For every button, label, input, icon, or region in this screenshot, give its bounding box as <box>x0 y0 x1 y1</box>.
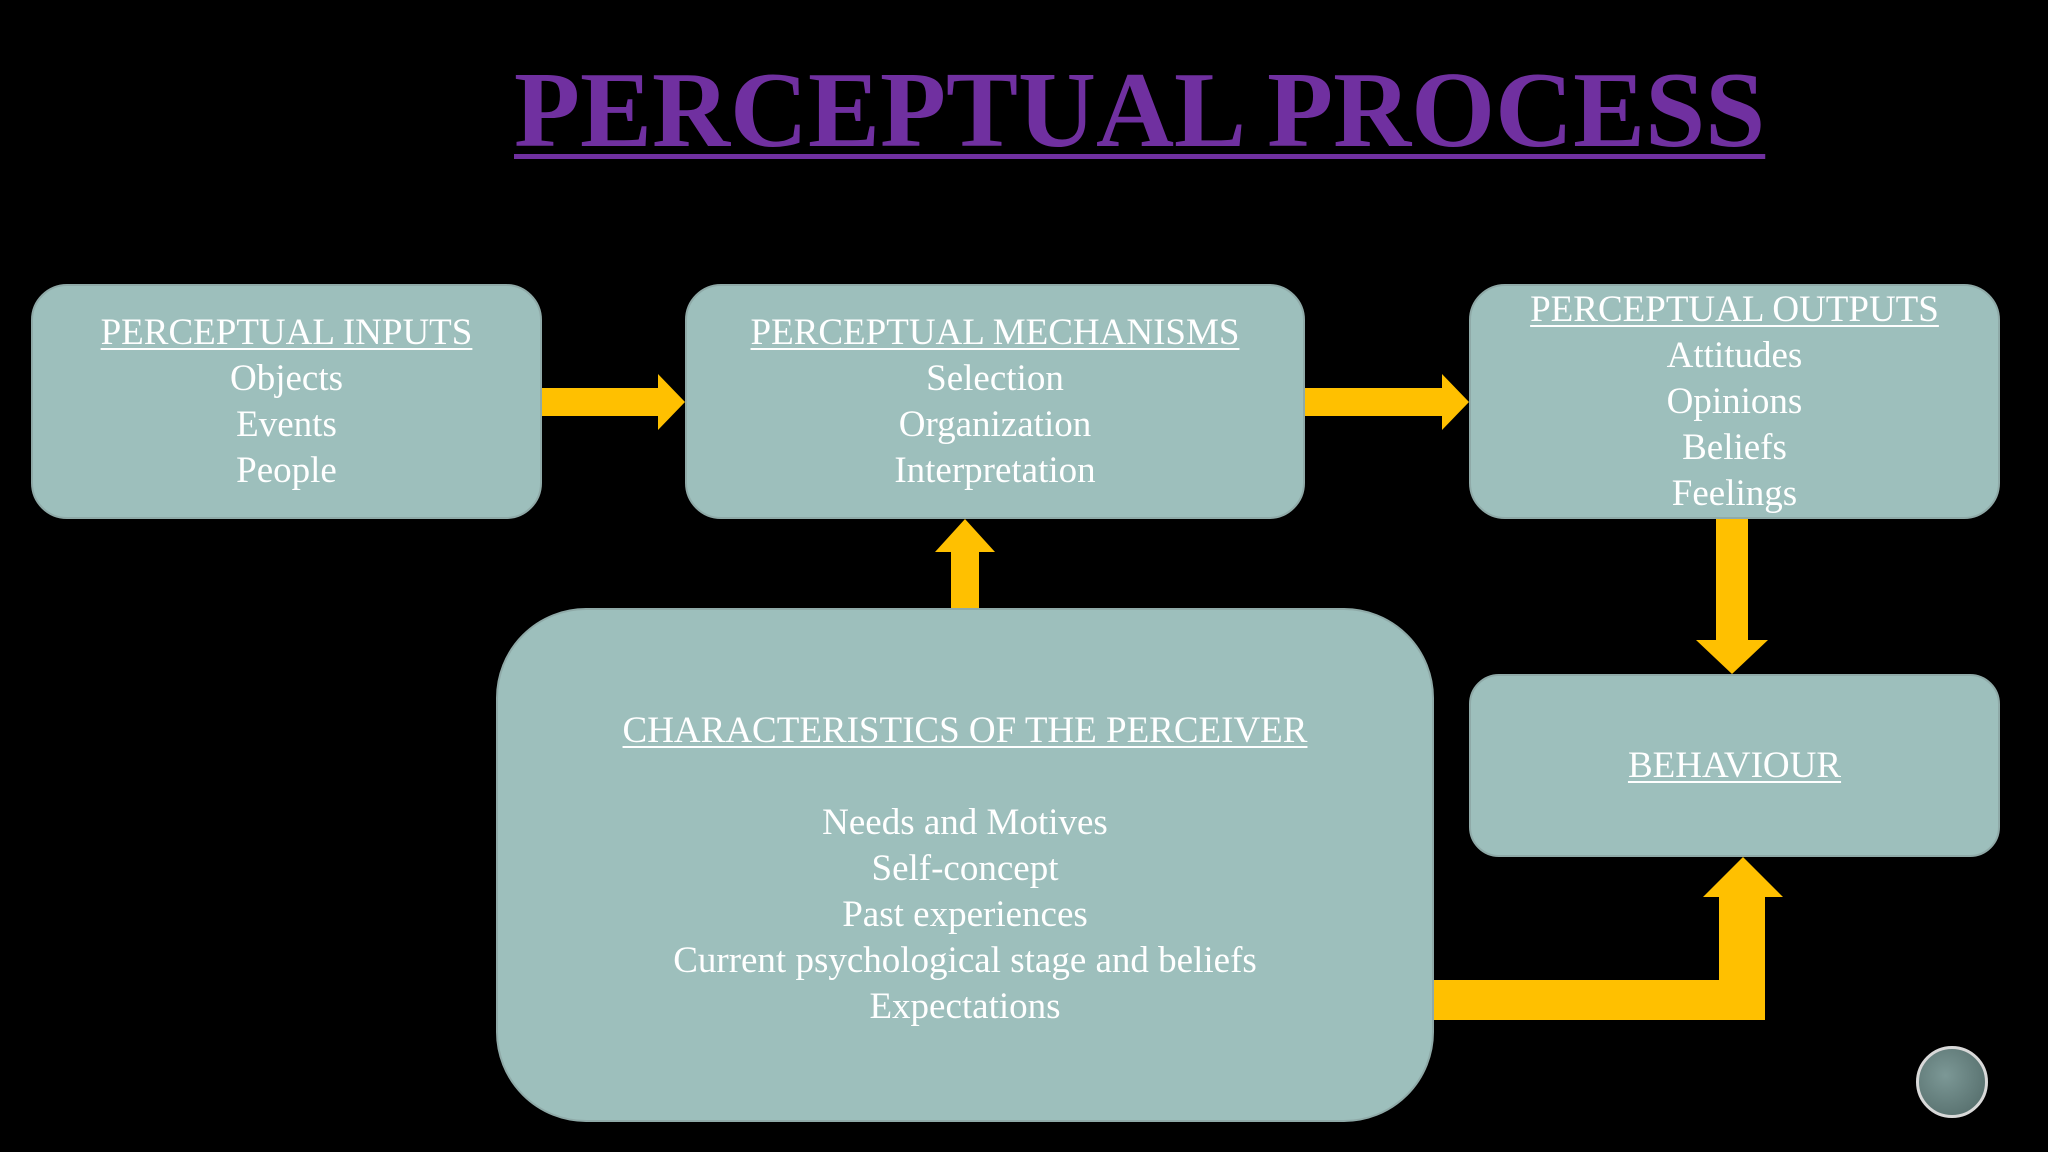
perceiver-characteristics-box: CHARACTERISTICS OF THE PERCEIVER Needs a… <box>496 608 1434 1122</box>
perceptual-inputs-heading: PERCEPTUAL INPUTS <box>100 311 473 353</box>
mechanisms-item-selection: Selection <box>926 357 1064 399</box>
slide-title: PERCEPTUAL PROCESS <box>514 51 1766 170</box>
perceiver-item-past-experiences: Past experiences <box>842 894 1088 935</box>
arrow-inputs-to-mechanisms <box>542 374 685 430</box>
inputs-item-objects: Objects <box>229 357 344 399</box>
mechanisms-item-interpretation: Interpretation <box>894 449 1096 491</box>
perceiver-item-needs: Needs and Motives <box>822 802 1108 843</box>
behaviour-heading: BEHAVIOUR <box>1627 744 1842 786</box>
perceptual-outputs-box: PERCEPTUAL OUTPUTS Attitudes Opinions Be… <box>1469 284 2000 519</box>
inputs-item-people: People <box>236 449 337 491</box>
arrow-outputs-to-behaviour <box>1696 519 1768 674</box>
arrow-perceiver-to-behaviour <box>1434 857 1783 1020</box>
outputs-item-feelings: Feelings <box>1671 472 1798 514</box>
arrow-mechanisms-to-outputs <box>1305 374 1469 430</box>
perceiver-heading: CHARACTERISTICS OF THE PERCEIVER <box>622 710 1308 751</box>
mechanisms-item-organization: Organization <box>898 403 1092 445</box>
perceiver-item-current-stage: Current psychological stage and beliefs <box>673 940 1257 981</box>
perceptual-mechanisms-box: PERCEPTUAL MECHANISMS Selection Organiza… <box>685 284 1305 519</box>
behaviour-box: BEHAVIOUR <box>1469 674 2000 857</box>
perceiver-item-expectations: Expectations <box>869 986 1061 1027</box>
arrow-perceiver-to-mechanisms <box>935 519 995 608</box>
outputs-item-opinions: Opinions <box>1666 380 1803 422</box>
outputs-item-attitudes: Attitudes <box>1666 334 1803 376</box>
perceptual-outputs-heading: PERCEPTUAL OUTPUTS <box>1530 288 1939 330</box>
perceiver-item-self-concept: Self-concept <box>871 848 1059 889</box>
outputs-item-beliefs: Beliefs <box>1682 426 1787 468</box>
slide-nav-button-icon[interactable] <box>1916 1046 1988 1118</box>
inputs-item-events: Events <box>236 403 337 445</box>
perceptual-inputs-box: PERCEPTUAL INPUTS Objects Events People <box>31 284 542 519</box>
perceptual-mechanisms-heading: PERCEPTUAL MECHANISMS <box>750 311 1240 353</box>
